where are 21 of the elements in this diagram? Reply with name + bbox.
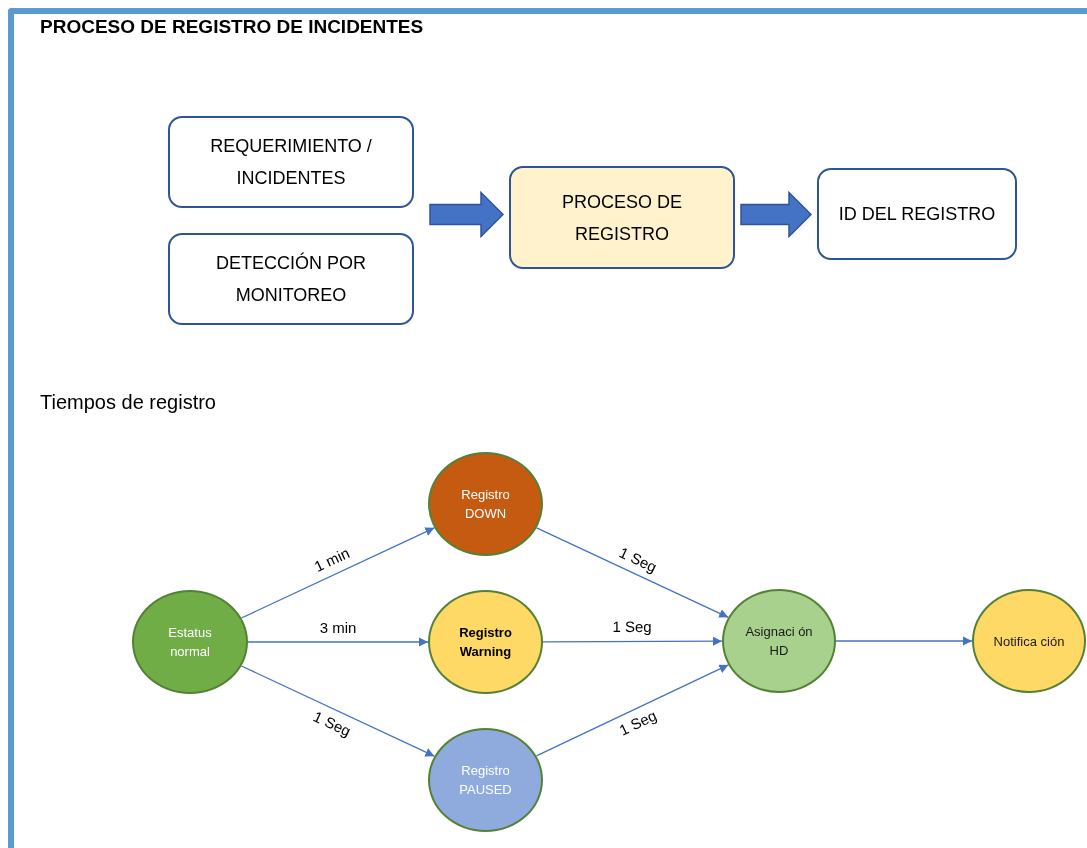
- process-box: REQUERIMIENTO / INCIDENTES: [168, 116, 414, 208]
- arrow: [535, 664, 730, 757]
- state-circle: Notifica ción: [972, 589, 1086, 693]
- block-arrow: [740, 190, 813, 239]
- process-box: PROCESO DE REGISTRO: [509, 166, 735, 269]
- block-arrow: [429, 190, 505, 239]
- process-box: ID DEL REGISTRO: [817, 168, 1017, 260]
- arrow: [240, 665, 436, 757]
- state-circle: Registro PAUSED: [428, 728, 543, 832]
- arrow: [835, 636, 973, 646]
- arrow: [535, 527, 729, 618]
- arrow: [240, 527, 436, 619]
- arrow: [542, 636, 723, 646]
- section-heading: Tiempos de registro: [40, 391, 216, 414]
- state-circle: Registro DOWN: [428, 452, 543, 556]
- state-circle: Registro Warning: [428, 590, 543, 694]
- state-circle: Asignaci ón HD: [722, 589, 836, 693]
- process-box: DETECCIÓN POR MONITOREO: [168, 233, 414, 325]
- state-circle: Estatus normal: [132, 590, 248, 694]
- title: PROCESO DE REGISTRO DE INCIDENTES: [40, 16, 424, 38]
- arrow: [247, 637, 429, 647]
